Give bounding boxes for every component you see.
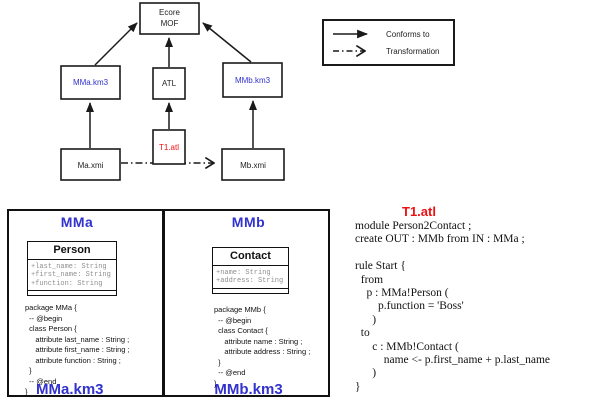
mma-km3-code: package MMa { -- @begin class Person { a… xyxy=(25,303,130,398)
code-line: ) xyxy=(355,313,377,326)
code-line: } xyxy=(25,366,32,375)
code-line: attribute first_name : String ; xyxy=(25,345,130,354)
t1-atl-label: T1.atl xyxy=(159,143,179,152)
code-line: p : MMa!Person ( xyxy=(355,287,449,300)
code-line: package MMb { xyxy=(214,305,266,314)
code-line: +name: String xyxy=(216,269,271,277)
legend-conforms-to-label: Conforms to xyxy=(386,29,430,39)
contact-class-box: Contact +name: String+address: String xyxy=(212,247,289,294)
mmb-km3-file-label: MMb.km3 xyxy=(214,381,283,398)
mb-xmi-label: Mb.xmi xyxy=(240,161,266,170)
code-line: name <- p.first_name + p.last_name xyxy=(355,354,551,367)
ecore-mof-label-line1: Ecore xyxy=(159,8,180,17)
code-line: } xyxy=(25,387,28,396)
conformsto-arrow-mma-to-ecore xyxy=(94,22,138,66)
atl-node xyxy=(152,67,186,100)
ecore-mof-label-line2: MOF xyxy=(161,19,179,28)
conformsto-arrow-mmb-to-ecore xyxy=(202,22,252,63)
ma-xmi-label: Ma.xmi xyxy=(78,161,104,170)
atl-label: ATL xyxy=(162,79,177,88)
code-line: +address: String xyxy=(216,277,284,286)
ma-xmi-node xyxy=(60,148,121,181)
legend-row-conforms-to: Conforms to xyxy=(331,28,446,40)
model-transformation-diagram: Ecore MOF MMa.km3 ATL MMb.km3 T1.atl Ma.… xyxy=(60,2,285,181)
code-line: from xyxy=(355,273,384,286)
code-line: } xyxy=(355,380,361,393)
code-line: attribute address : String ; xyxy=(214,347,311,356)
mma-section-title: MMa xyxy=(60,214,94,230)
code-line: attribute name : String ; xyxy=(214,336,303,346)
code-line: -- @begin xyxy=(214,315,252,325)
mmb-km3-code: package MMb { -- @begin class Contact { … xyxy=(214,305,310,389)
code-line: c : MMb!Contact ( xyxy=(355,340,459,353)
panel-divider xyxy=(162,211,165,395)
person-attributes: +last_name: String+first_name: String+fu… xyxy=(28,260,116,290)
code-line: +first_name: String xyxy=(31,271,111,280)
legend-row-transformation: Transformation xyxy=(331,45,446,57)
contact-attributes: +name: String+address: String xyxy=(213,266,288,288)
t1-atl-node xyxy=(152,129,186,165)
ecore-mof-node xyxy=(139,2,200,35)
dash-dot-arrow-icon xyxy=(333,45,377,57)
mb-xmi-node xyxy=(221,148,285,181)
legend-transformation-label: Transformation xyxy=(386,46,440,56)
mma-km3-node xyxy=(60,65,121,100)
mmb-km3-node xyxy=(222,62,283,98)
code-line: +last_name: String xyxy=(31,263,107,271)
code-line: attribute function : String ; xyxy=(25,355,121,365)
code-line: create OUT : MMb from IN : MMa ; xyxy=(355,233,525,246)
atl-code-title: T1.atl xyxy=(402,204,436,219)
code-line: } xyxy=(214,357,221,367)
code-line: rule Start { xyxy=(355,260,406,273)
legend-box: Conforms to Transformation xyxy=(322,19,455,66)
code-line: } xyxy=(214,378,217,388)
code-line: -- @end xyxy=(25,376,57,386)
code-line: class Person { xyxy=(25,324,77,333)
metamodel-panel: MMa Person +last_name: String+first_name… xyxy=(7,209,330,398)
code-line xyxy=(355,247,550,260)
mma-km3-file-label: MMa.km3 xyxy=(36,381,104,398)
code-line: module Person2Contact ; xyxy=(355,220,472,232)
mmb-km3-label: MMb.km3 xyxy=(235,76,271,85)
code-line: package MMa { xyxy=(25,303,77,312)
code-line: class Contact { xyxy=(214,326,268,335)
code-line: p.function = 'Boss' xyxy=(355,300,464,313)
mmb-section-title: MMb xyxy=(231,214,266,230)
code-line: +function: String xyxy=(31,279,103,288)
mma-km3-label: MMa.km3 xyxy=(73,78,109,87)
person-class-box: Person +last_name: String+first_name: St… xyxy=(27,241,117,297)
contact-class-name: Contact xyxy=(213,248,288,266)
atl-code-block: module Person2Contact ;create OUT : MMb … xyxy=(355,220,550,394)
code-line: to xyxy=(355,327,370,340)
code-line: ) xyxy=(355,367,377,380)
solid-arrow-icon xyxy=(333,29,369,39)
code-line: attribute last_name : String ; xyxy=(25,334,130,344)
person-operations-compartment xyxy=(28,290,116,295)
person-class-name: Person xyxy=(28,242,116,260)
contact-operations-compartment xyxy=(213,287,288,293)
code-line: -- @end xyxy=(214,368,246,377)
code-line: -- @begin xyxy=(25,313,63,323)
